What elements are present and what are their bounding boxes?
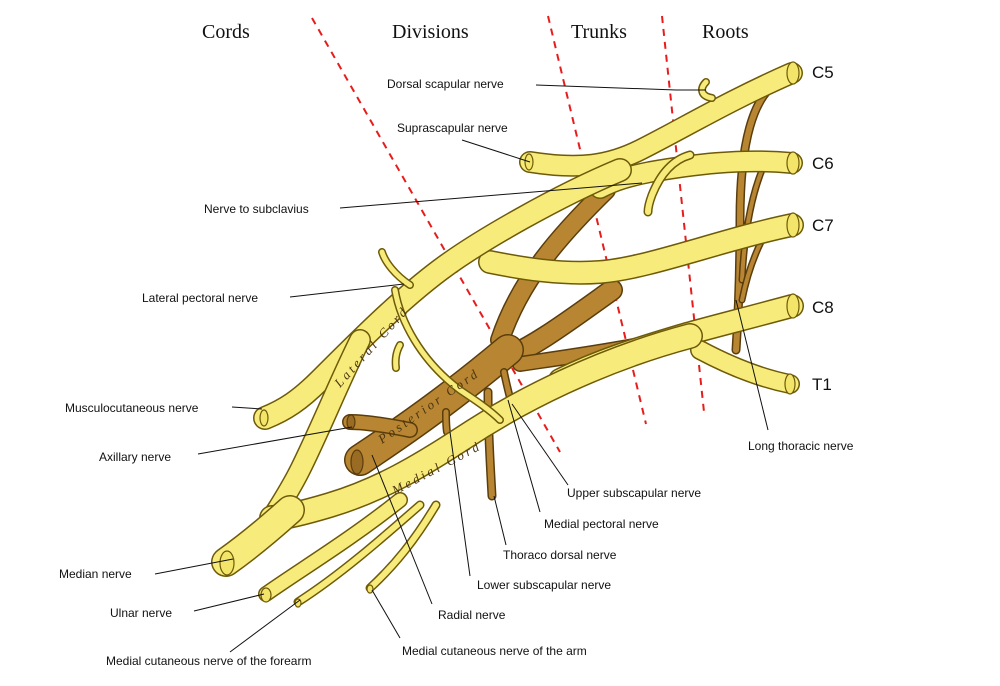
leader-long-thoracic (735, 299, 769, 431)
medial-cutaneous-arm-end (366, 584, 374, 594)
leader-upper-subscapular (511, 403, 569, 486)
label-nerve-to-subclavius: Nerve to subclavius (204, 202, 309, 216)
leader-ulnar (193, 593, 265, 612)
yellow-nerves (211, 61, 804, 608)
header-cords: Cords (202, 21, 250, 43)
c6-root-end (786, 151, 800, 175)
root-c8-label: C8 (812, 298, 834, 317)
c7-root-end (786, 212, 800, 238)
label-musculocutaneous: Musculocutaneous nerve (65, 401, 199, 415)
label-long-thoracic: Long thoracic nerve (748, 439, 854, 453)
label-medial-cutaneous-arm: Medial cutaneous nerve of the arm (402, 644, 587, 658)
leader-lower-subscapular (449, 431, 471, 577)
label-upper-subscapular: Upper subscapular nerve (567, 486, 701, 500)
leader-musculocutaneous (231, 406, 263, 410)
label-medial-pectoral: Medial pectoral nerve (544, 517, 659, 531)
radial-end (350, 449, 364, 475)
leader-medial-pectoral (507, 399, 541, 513)
root-c5-label: C5 (812, 63, 834, 82)
label-medial-cutaneous-forearm: Medial cutaneous nerve of the forearm (106, 654, 311, 668)
root-t1-label: T1 (812, 375, 832, 394)
label-axillary: Axillary nerve (99, 450, 171, 464)
root-c6-label: C6 (812, 154, 834, 173)
leader-nerve-to-subclavius (339, 182, 643, 209)
leader-axillary (197, 426, 353, 455)
ulnar-end (260, 587, 272, 603)
label-dorsal-scapular: Dorsal scapular nerve (387, 77, 504, 91)
c5-root-end (786, 61, 800, 85)
medial-cutaneous-forearm-end (294, 598, 302, 608)
leader-median (154, 558, 234, 575)
label-suprascapular: Suprascapular nerve (397, 121, 508, 135)
label-median: Median nerve (59, 567, 132, 581)
label-radial: Radial nerve (438, 608, 506, 622)
leader-thoraco-dorsal (493, 495, 507, 546)
leader-medial-cutaneous-arm (371, 589, 401, 639)
nerve-labels: Dorsal scapular nerve Suprascapular nerv… (59, 77, 854, 668)
label-lateral-pectoral: Lateral pectoral nerve (142, 291, 258, 305)
label-ulnar: Ulnar nerve (110, 606, 172, 620)
divider-cords-divisions (311, 17, 561, 453)
leader-suprascapular (461, 139, 531, 163)
leader-dorsal-scapular (535, 84, 706, 91)
c8-root-end (786, 293, 800, 319)
section-headers: Cords Divisions Trunks Roots (202, 21, 749, 43)
header-roots: Roots (702, 21, 749, 43)
leader-lateral-pectoral (289, 283, 405, 298)
label-lower-subscapular: Lower subscapular nerve (477, 578, 611, 592)
root-labels: C5 C6 C7 C8 T1 (812, 63, 834, 394)
leader-medial-cutaneous-forearm (229, 599, 301, 653)
header-divisions: Divisions (392, 21, 469, 43)
t1-root-end (784, 373, 796, 395)
divider-divisions-trunks (547, 15, 647, 425)
label-thoraco-dorsal: Thoraco dorsal nerve (503, 548, 617, 562)
musculocutaneous-end (259, 409, 269, 427)
leader-lines (154, 84, 769, 653)
header-trunks: Trunks (571, 21, 627, 43)
root-c7-label: C7 (812, 216, 834, 235)
median-end (219, 550, 235, 576)
axillary-end (346, 414, 356, 430)
leader-radial (371, 454, 433, 605)
